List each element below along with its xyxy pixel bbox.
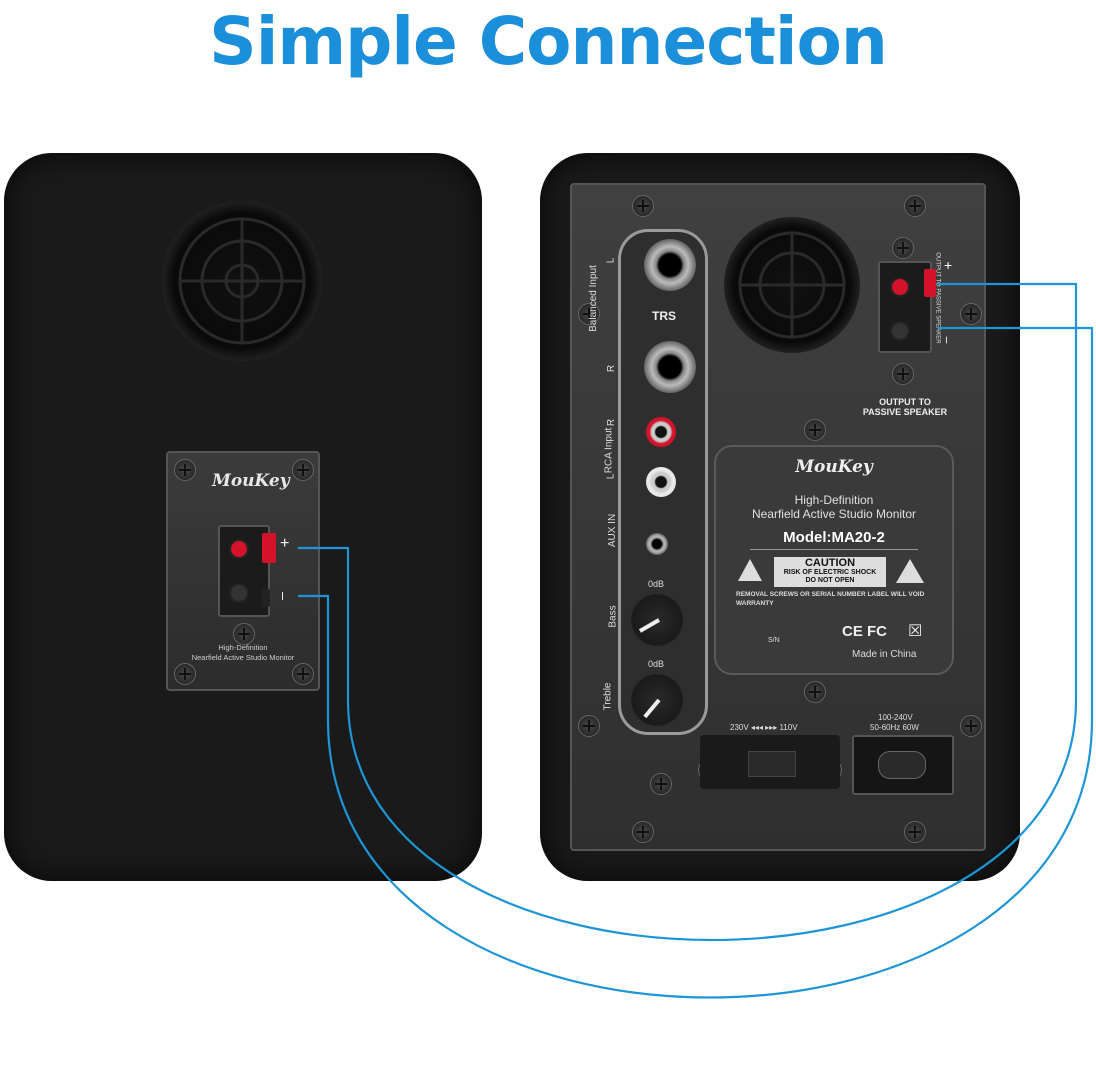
screw-icon xyxy=(174,459,196,481)
voltage-switch[interactable] xyxy=(700,735,840,789)
panel-line-1: High-Definition xyxy=(218,643,268,652)
treble-zero-db: 0dB xyxy=(648,659,665,669)
trs-jack-left[interactable] xyxy=(644,239,696,291)
screw-icon xyxy=(904,821,926,843)
label-removal-2: WARRANTY xyxy=(736,600,774,607)
label-line-1: High-Definition xyxy=(794,493,874,507)
aux-jack[interactable] xyxy=(646,533,668,555)
label-removal-1: REMOVAL SCREWS OR SERIAL NUMBER LABEL WI… xyxy=(736,591,925,598)
screw-icon xyxy=(904,195,926,217)
label-risk-1: RISK OF ELECTRIC SHOCK xyxy=(783,569,877,576)
negative-wire xyxy=(298,326,1094,999)
label-brand: MouKey xyxy=(795,457,873,477)
screw-icon xyxy=(960,303,982,325)
screw-icon xyxy=(292,459,314,481)
panel-line-2: Nearfield Active Studio Monitor xyxy=(191,653,295,662)
screw-icon xyxy=(578,715,600,737)
screw-icon xyxy=(804,681,826,703)
bass-zero-db: 0dB xyxy=(648,579,665,589)
right-speaker-rear: Balanced Input L R TRS RCA Input R L AUX… xyxy=(540,153,1020,881)
plus-label: + xyxy=(280,535,290,552)
terminal-panel: MouKey + – High-Definition Nearfield Act… xyxy=(166,451,320,691)
screw-icon xyxy=(804,419,826,441)
output-label-2: PASSIVE SPEAKER xyxy=(862,407,948,417)
left-speaker-rear: MouKey + – High-Definition Nearfield Act… xyxy=(4,153,482,881)
brand-logo: MouKey xyxy=(212,471,290,491)
screw-icon xyxy=(960,715,982,737)
label-caution: CAUTION xyxy=(804,557,856,569)
label-risk-2: DO NOT OPEN xyxy=(805,577,855,584)
rca-jack-left[interactable] xyxy=(646,467,676,497)
screw-icon xyxy=(632,195,654,217)
label-sn: S/N xyxy=(768,637,780,644)
trs-label: TRS xyxy=(652,309,676,323)
rca-jack-right[interactable] xyxy=(646,417,676,447)
power-rating-2: 50-60Hz 60W xyxy=(870,723,919,732)
output-plus: + xyxy=(944,257,953,273)
positive-wire xyxy=(298,282,1078,941)
screw-icon xyxy=(174,663,196,685)
terminal-hole xyxy=(229,539,249,559)
screw-icon xyxy=(650,773,672,795)
terminal-hole xyxy=(890,277,910,297)
treble-knob[interactable] xyxy=(630,673,684,727)
power-socket[interactable] xyxy=(852,735,954,795)
bass-port xyxy=(724,217,860,353)
screw-icon xyxy=(892,363,914,385)
output-terminal[interactable] xyxy=(878,261,932,353)
bass-knob[interactable] xyxy=(630,593,684,647)
warning-exclaim-icon xyxy=(896,559,924,583)
screw-icon xyxy=(632,821,654,843)
warning-triangle-icon xyxy=(738,559,762,581)
trs-jack-right[interactable] xyxy=(644,341,696,393)
label-line-2: Nearfield Active Studio Monitor xyxy=(751,507,917,521)
bass-port xyxy=(162,201,322,361)
negative-clip[interactable] xyxy=(262,589,270,607)
positive-clip[interactable] xyxy=(924,269,936,297)
model-divider xyxy=(750,549,918,550)
label-certs: CE FC xyxy=(842,623,887,640)
speaker-terminal[interactable] xyxy=(218,525,270,617)
output-label-1: OUTPUT TO xyxy=(879,397,931,407)
voltage-switch-label: 230V ◂◂◂ ▸▸▸ 110V xyxy=(730,723,798,732)
page-title: Simple Connection xyxy=(209,3,888,80)
product-label-plate: MouKey High-Definition Nearfield Active … xyxy=(714,445,954,675)
power-rating-1: 100-240V xyxy=(878,713,913,722)
screw-icon xyxy=(892,237,914,259)
caution-box xyxy=(774,557,886,587)
label-made-in: Made in China xyxy=(852,649,917,660)
terminal-hole xyxy=(890,321,910,341)
terminal-hole xyxy=(229,583,249,603)
label-model: Model:MA20-2 xyxy=(783,529,885,546)
screw-icon xyxy=(292,663,314,685)
positive-clip[interactable] xyxy=(262,533,276,563)
screw-icon xyxy=(578,303,600,325)
recycle-bin-icon: ☒ xyxy=(908,623,923,640)
screw-icon xyxy=(233,623,255,645)
